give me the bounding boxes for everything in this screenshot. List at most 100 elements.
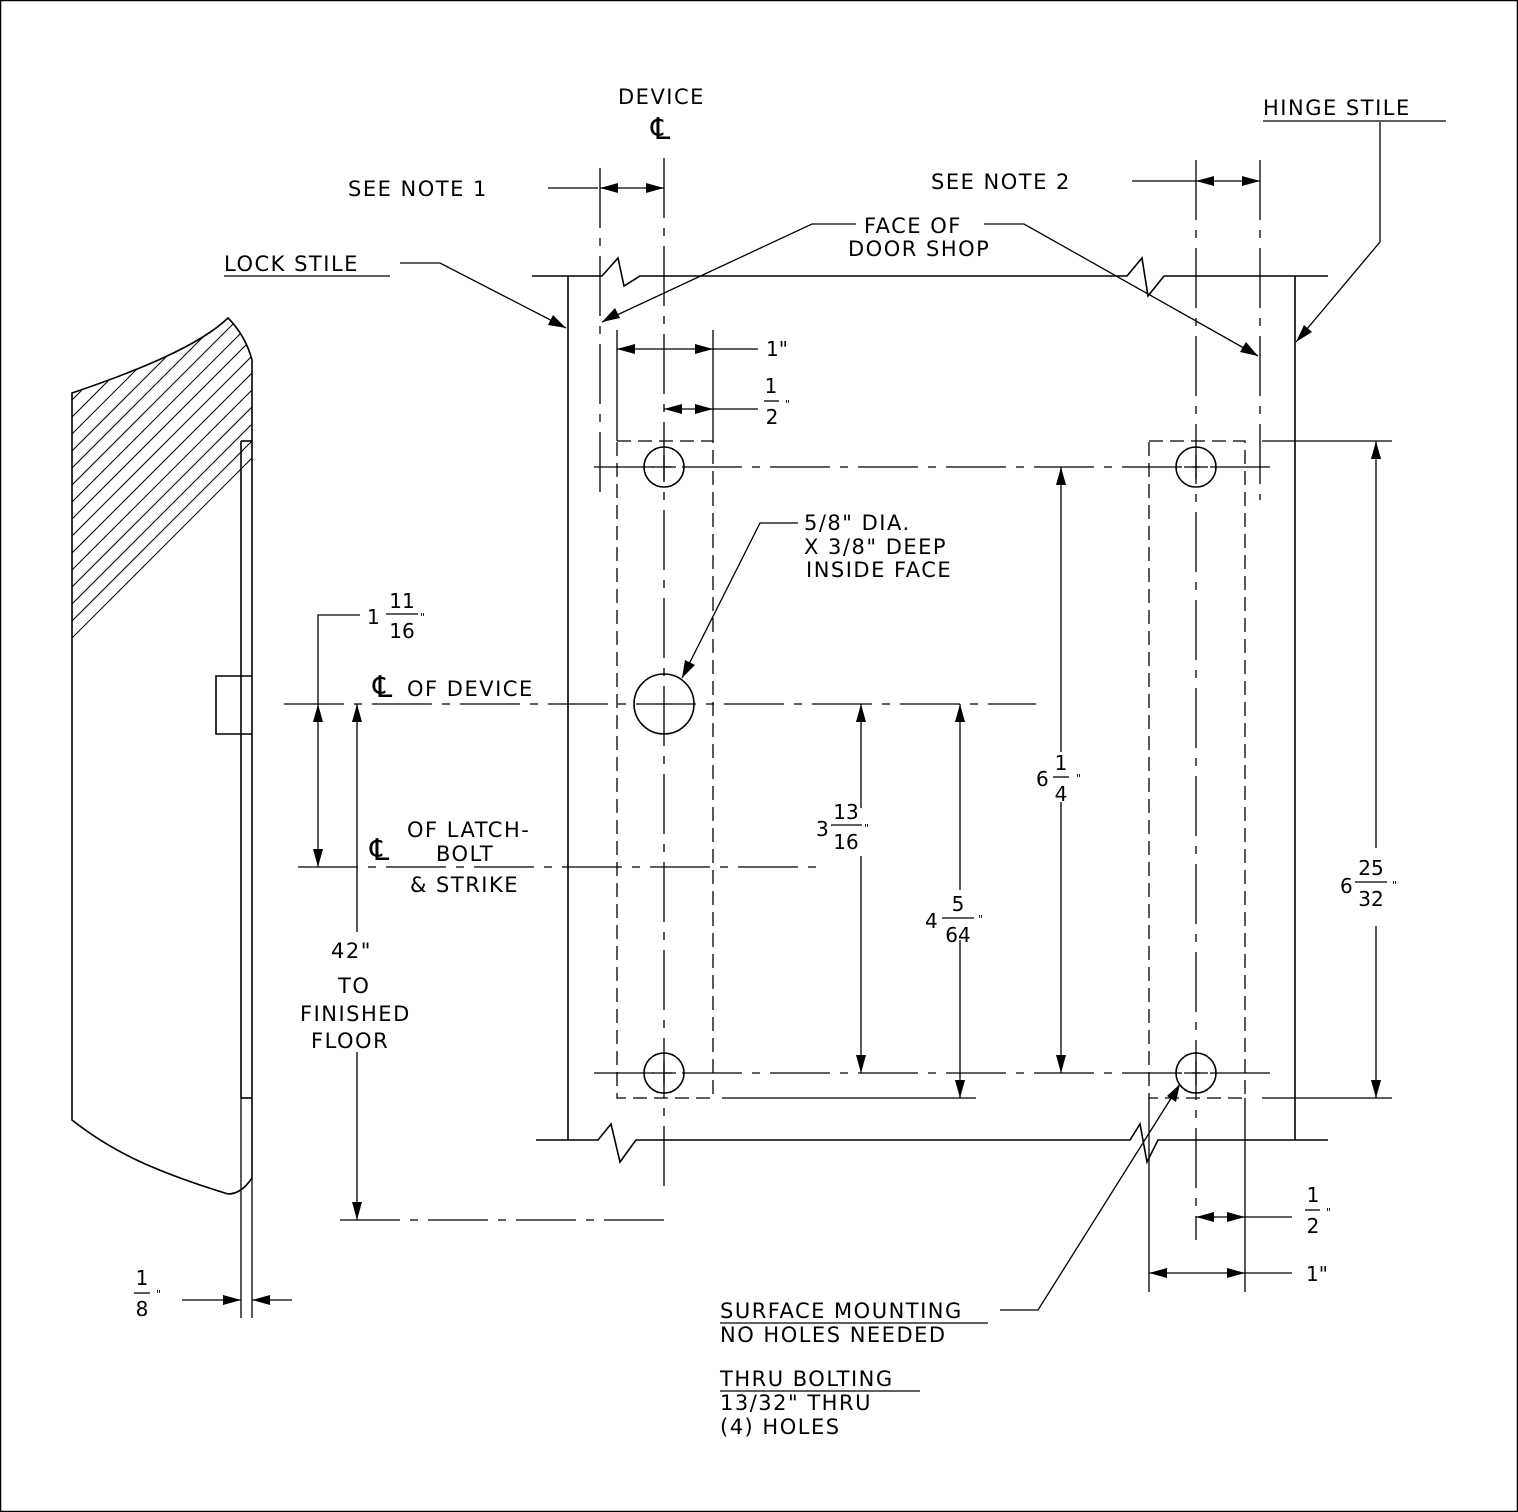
hatch-line — [60, 0, 960, 21]
hatch-line — [60, 0, 960, 72]
svg-text:13: 13 — [833, 800, 858, 824]
mounting-pads — [616, 330, 1246, 1292]
of-latch-label-2: BOLT — [436, 842, 494, 866]
thru-size-label: 13/32" THRU — [720, 1391, 872, 1415]
hatch-line — [72, 318, 252, 498]
svg-text:6: 6 — [1036, 767, 1049, 791]
svg-text:2: 2 — [766, 405, 779, 429]
hole-top-left — [643, 446, 685, 488]
hatch-line — [60, 0, 960, 157]
hatch-line — [72, 318, 252, 566]
dim-latch-offset: 1 11 16 " — [367, 589, 425, 643]
hatch-line — [60, 0, 960, 89]
surface-mounting-label: SURFACE MOUNTING — [720, 1299, 963, 1323]
svg-text:11: 11 — [389, 589, 414, 613]
hatch-line — [72, 318, 252, 396]
hatch-line — [60, 0, 960, 106]
dim-top-one-inch: 1" — [766, 337, 788, 361]
svg-text:6: 6 — [1340, 874, 1353, 898]
hatch-line — [72, 318, 252, 464]
svg-text:": " — [1392, 879, 1397, 892]
hatch-line — [72, 318, 252, 600]
dim-4-5-64: 4 5 64 " — [925, 892, 983, 947]
hatch-line — [72, 318, 252, 549]
lock-stile-label: LOCK STILE — [224, 252, 359, 276]
svg-text:3: 3 — [816, 817, 829, 841]
dim-bottom-one-inch: 1" — [1306, 1262, 1328, 1286]
hatch-line — [72, 318, 252, 651]
hole-bottom-left — [643, 1052, 685, 1094]
mounting-holes — [633, 446, 1217, 1094]
dimension-texts: 1" 1 2 " 1 11 16 " 3 13 16 " 4 5 — [134, 337, 1397, 1321]
of-latch-label-3: & STRIKE — [410, 873, 519, 897]
hatch-line — [60, 0, 960, 276]
svg-text:4: 4 — [1055, 782, 1068, 806]
of-device-label: OF DEVICE — [407, 677, 534, 701]
height-label-2: FINISHED — [300, 1002, 411, 1026]
hole-note-line-3: INSIDE FACE — [806, 558, 952, 582]
svg-text:": " — [1326, 1206, 1331, 1219]
hatch-line — [60, 0, 960, 242]
hole-top-right — [1175, 446, 1217, 488]
svg-text:4: 4 — [925, 909, 938, 933]
device-label: DEVICE — [618, 85, 705, 109]
svg-text:": " — [420, 611, 425, 624]
hatch-line — [60, 0, 960, 174]
svg-text:": " — [785, 398, 790, 411]
svg-text:1: 1 — [765, 374, 778, 398]
hatch-line — [60, 0, 960, 259]
svg-text:1: 1 — [1055, 751, 1068, 775]
height-value: 42" — [331, 939, 372, 963]
thru-bolting-label: THRU BOLTING — [719, 1367, 894, 1391]
hatch-line — [72, 318, 252, 617]
dim-6-1-4: 6 1 4 " — [1036, 751, 1081, 806]
face-of-door-label-2: DOOR SHOP — [848, 237, 990, 261]
svg-text:16: 16 — [389, 619, 414, 643]
dimension-lines — [182, 176, 1392, 1305]
hole-note-line-2: X 3/8" DEEP — [804, 535, 947, 559]
svg-text:": " — [864, 822, 869, 835]
hatch-line — [60, 0, 960, 310]
dim-3-13-16: 3 13 16 " — [816, 800, 869, 854]
hatch-line — [60, 0, 960, 225]
latch-center-symbol: ℄ — [369, 833, 389, 868]
hatch-line — [60, 0, 960, 123]
hatch-line — [72, 318, 252, 345]
hatch-line — [72, 318, 252, 328]
leader-lines — [400, 122, 1381, 1311]
hole-bottom-right — [1175, 1052, 1217, 1094]
reference-lines — [284, 158, 1274, 1240]
no-holes-needed-label: NO HOLES NEEDED — [720, 1323, 947, 1347]
text-labels: DEVICE ℄ HINGE STILE SEE NOTE 1 SEE NOTE… — [224, 85, 1446, 1439]
svg-text:1: 1 — [367, 605, 380, 629]
svg-text:1: 1 — [1307, 1183, 1320, 1207]
hatch-line — [72, 318, 252, 430]
svg-text:32: 32 — [1358, 887, 1383, 911]
svg-text:8: 8 — [136, 1297, 149, 1321]
height-label-1: TO — [337, 974, 370, 998]
device-centerline-symbol: ℄ — [650, 112, 670, 147]
hatch-line — [60, 0, 960, 191]
hatch-line — [72, 318, 252, 379]
face-of-door-label-1: FACE OF — [864, 214, 962, 238]
door-frame-section — [60, 0, 960, 1318]
hatch-line — [72, 318, 252, 362]
see-note-1-label: SEE NOTE 1 — [348, 177, 488, 201]
hinge-stile-label: HINGE STILE — [1263, 96, 1411, 120]
see-note-2-label: SEE NOTE 2 — [931, 170, 1071, 194]
hatch-line — [60, 0, 960, 208]
dim-top-half: 1 2 " — [764, 374, 790, 429]
height-label-3: FLOOR — [311, 1029, 389, 1053]
dim-6-25-32: 6 25 32 " — [1340, 856, 1397, 911]
hole-count-label: (4) HOLES — [720, 1415, 841, 1439]
hatch-line — [60, 0, 960, 140]
svg-text:25: 25 — [1358, 856, 1383, 880]
svg-text:1: 1 — [136, 1266, 149, 1290]
hatch-line — [72, 318, 252, 634]
dim-bottom-half: 1 2 " — [1305, 1183, 1331, 1238]
hole-note-line-1: 5/8" DIA. — [804, 511, 911, 535]
of-latch-label-1: OF LATCH- — [407, 818, 530, 842]
svg-text:64: 64 — [945, 923, 970, 947]
hatch-line — [72, 318, 252, 532]
